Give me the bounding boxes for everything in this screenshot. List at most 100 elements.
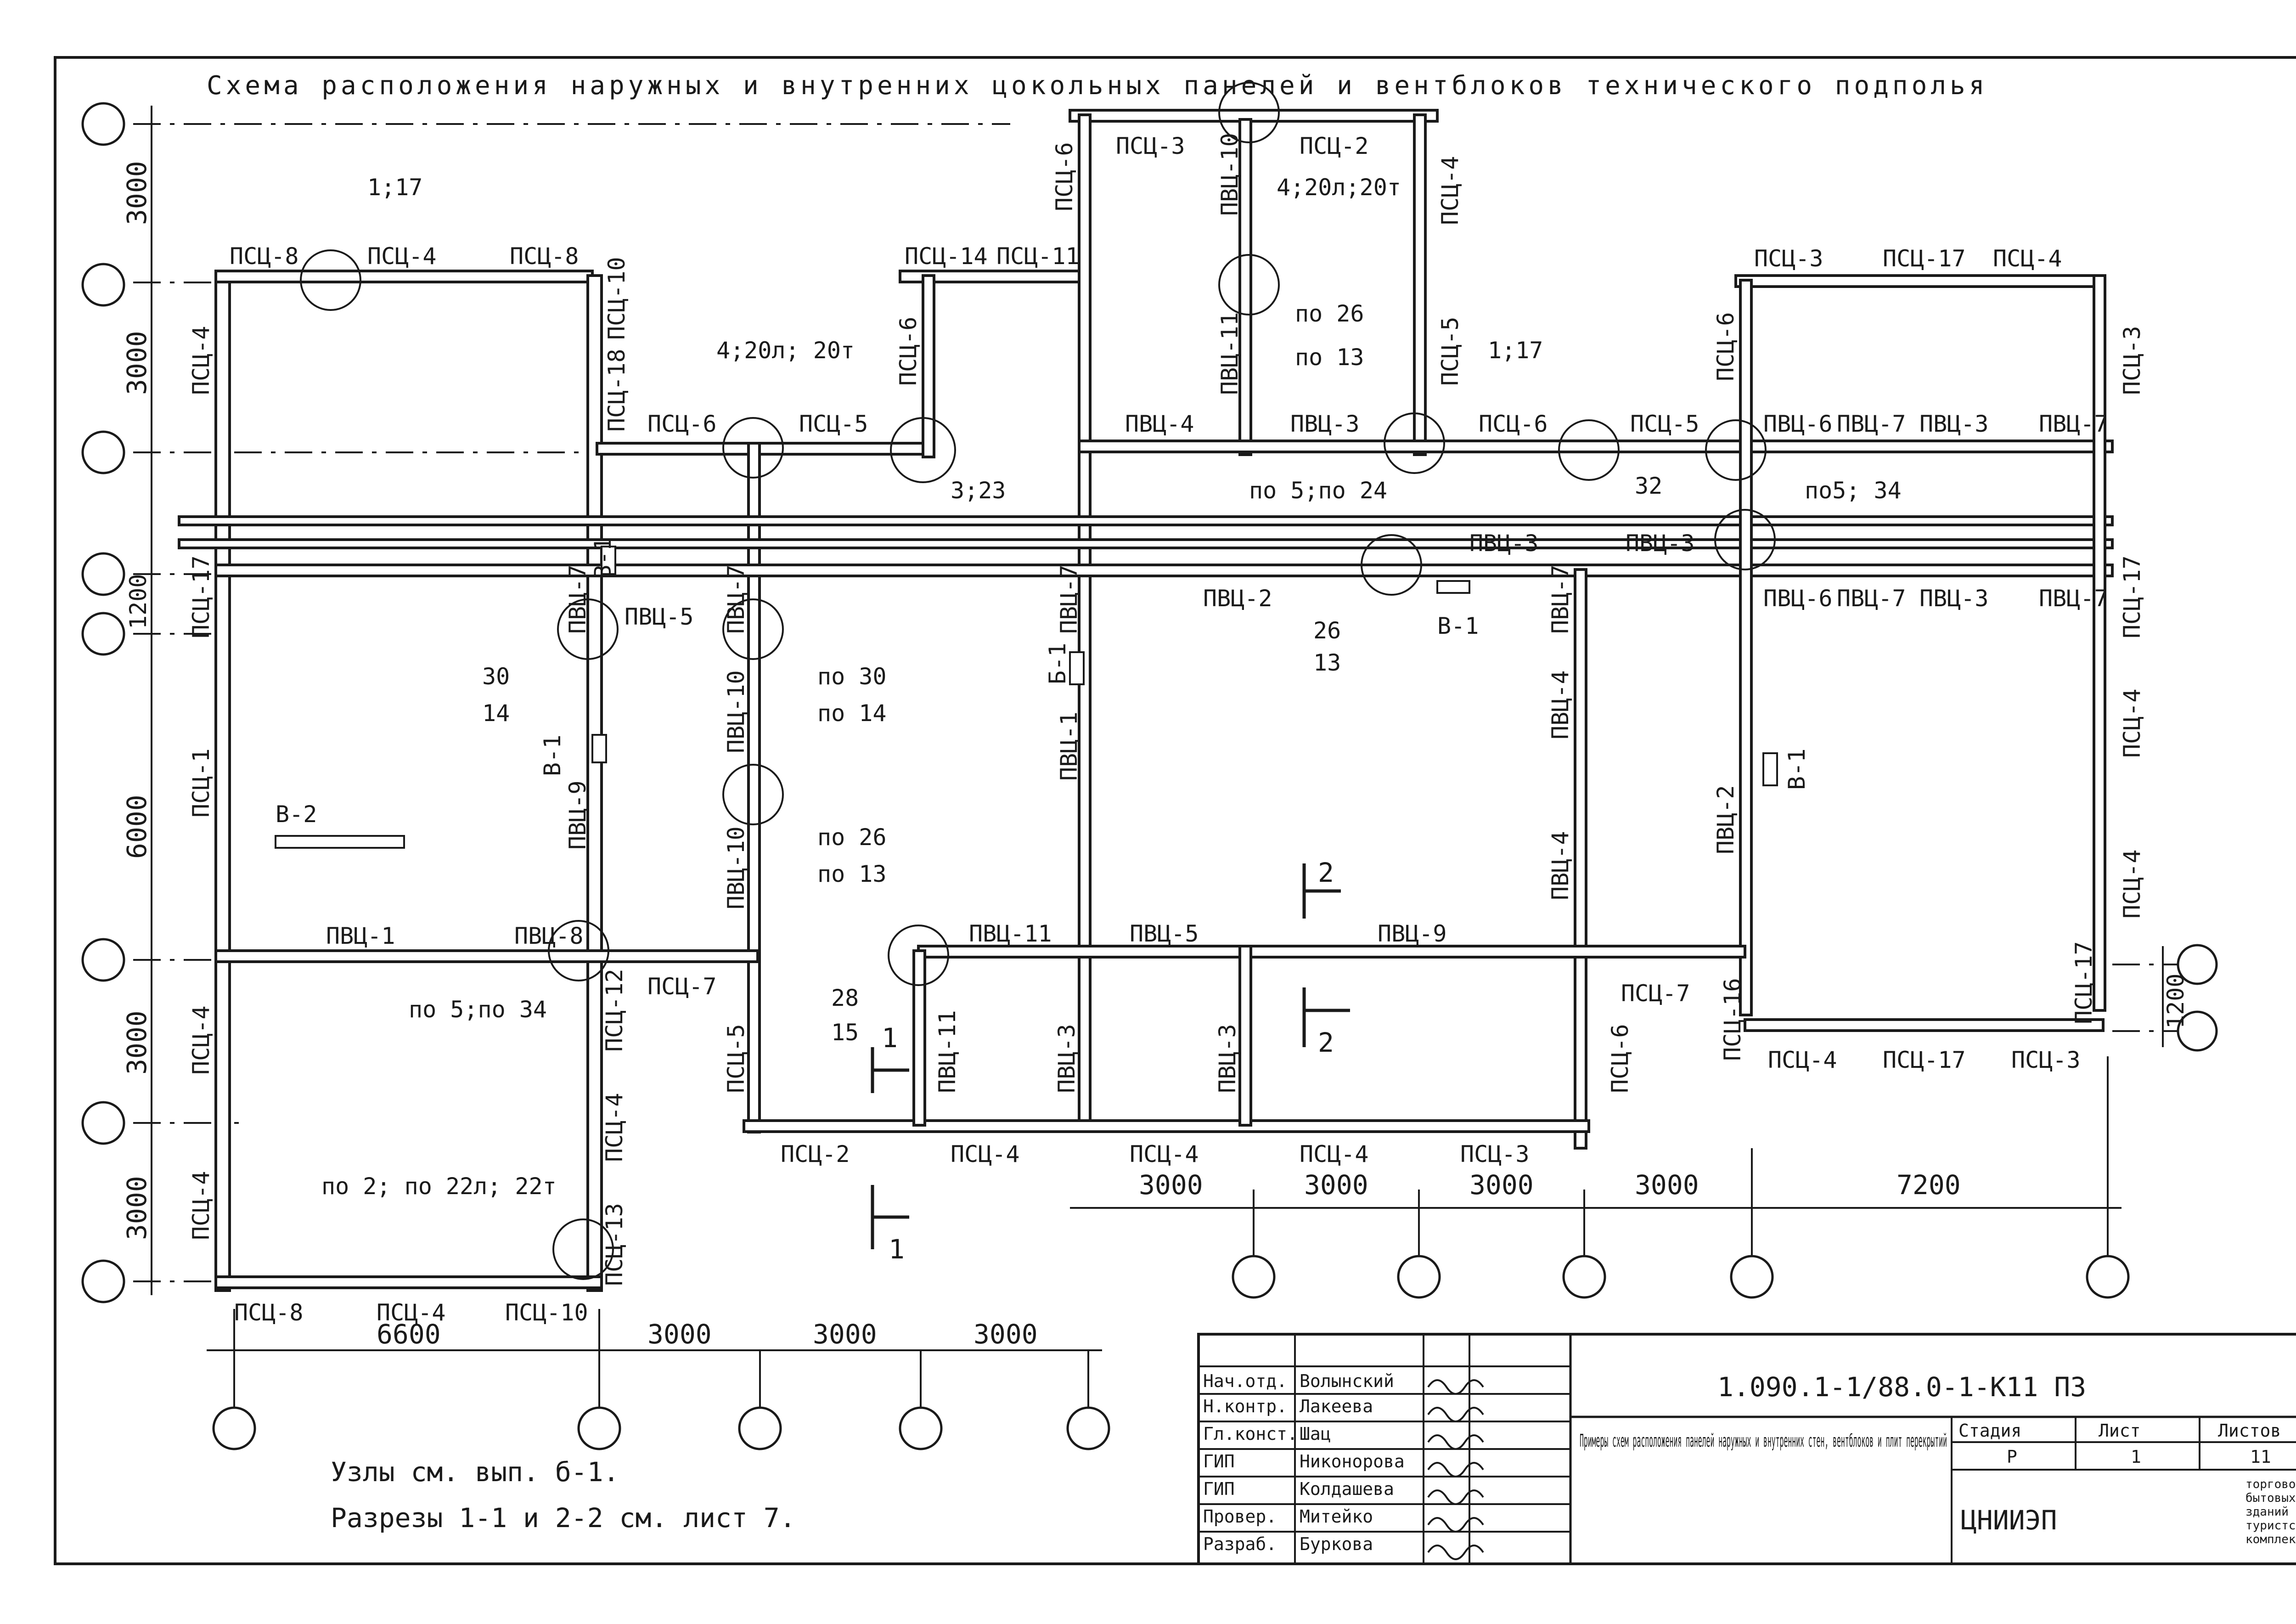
panel-label: ПВЦ-3 (1919, 411, 1989, 437)
panel-label: ПВЦ-7 (2039, 585, 2108, 612)
note-nodes: Узлы см. вып. б-1. (331, 1456, 619, 1488)
panel-label: ПСЦ-4 (1993, 245, 2062, 272)
panel-label: ПВЦ-3 (1290, 411, 1360, 437)
panel-label: ПВЦ-11 (934, 1010, 961, 1093)
node-ref: по 26 (817, 824, 887, 851)
panel-label: ПСЦ-2 (1300, 133, 1369, 159)
panel-label: ПСЦ-10 (505, 1299, 588, 1326)
panel-label: ПВЦ-6 (1763, 585, 1833, 612)
staff-role: Разраб. (1203, 1534, 1277, 1554)
panel-label: ПСЦ-8 (510, 243, 579, 270)
panel-label: ПСЦ-4 (1437, 156, 1463, 225)
panel-label: ПВЦ-6 (1763, 411, 1833, 437)
node-callouts (300, 82, 1776, 1280)
node-ref: 4;20л; 20т (716, 337, 855, 364)
panel-label: ПСЦ-4 (188, 1171, 214, 1240)
panel-label: ПВЦ-5 (1130, 920, 1199, 947)
panel-label: ПВЦ-4 (1547, 831, 1574, 900)
panel-label: ПСЦ-14 (905, 243, 988, 270)
panel-label: ПВЦ-7 (2039, 411, 2108, 437)
dim-bottom-2: 3000 (647, 1319, 712, 1350)
vent-label: В-1 (539, 735, 566, 776)
node-ref: 1;17 (367, 174, 422, 201)
panel-label: ПВЦ-10 (723, 670, 749, 753)
panel-label: ПСЦ-4 (377, 1299, 446, 1326)
dim-bottom-right-5: 7200 (1896, 1169, 1961, 1201)
panel-label: ПСЦ-1 (188, 748, 214, 818)
panel-label: ПСЦ-16 (1719, 978, 1746, 1061)
section-1-upper: 1 (882, 1022, 898, 1054)
panel-label: ПСЦ-17 (188, 555, 214, 638)
title-org-note: бытовых (2245, 1491, 2296, 1505)
dim-bottom-1: 6600 (377, 1319, 441, 1350)
vent-label: В-1 (1437, 613, 1479, 639)
staff-name: Никонорова (1300, 1451, 1405, 1472)
panel-label: ПВЦ-11 (1216, 312, 1243, 395)
panel-label: ПВЦ-3 (1919, 585, 1989, 612)
panel-label: ПСЦ-7 (1621, 980, 1690, 1007)
title-code: 1.090.1-1/88.0-1-К11 ПЗ (1717, 1371, 2086, 1403)
dim-left-2: 3000 (121, 331, 152, 395)
dim-right-small: 1200 (2162, 974, 2189, 1029)
staff-name: Буркова (1300, 1534, 1373, 1554)
staff-name: Волынский (1300, 1371, 1394, 1391)
drawing-title: Схема расположения наружных и внутренних… (207, 71, 1988, 101)
panel-label: ПВЦ-9 (564, 780, 591, 850)
panel-label: ПСЦ-8 (234, 1299, 304, 1326)
title-org-note: туристских (2245, 1519, 2296, 1533)
dim-left-3: 1200 (125, 574, 152, 629)
sheet-frame (54, 56, 2296, 1565)
panel-label: ПСЦ-7 (647, 973, 717, 1000)
panel-label: ПСЦ-3 (1754, 245, 1823, 272)
panel-label: ПВЦ-2 (1712, 785, 1739, 854)
panel-label: ПСЦ-3 (1116, 133, 1185, 159)
panel-label: ПВЦ-10 (723, 826, 749, 909)
node-ref: 15 (831, 1019, 859, 1046)
section-2-lower: 2 (1318, 1027, 1334, 1058)
panel-label: ПВЦ-8 (514, 923, 584, 949)
node-ref: 14 (482, 700, 510, 727)
dim-left-6: 3000 (121, 1176, 152, 1240)
panel-label: ПСЦ-3 (2011, 1047, 2081, 1073)
node-ref: по 14 (817, 700, 887, 727)
panel-label: ПВЦ-11 (969, 920, 1052, 947)
title-org-note: зданий и (2245, 1505, 2296, 1519)
staff-role: ГИП (1203, 1479, 1235, 1499)
section-2-upper: 2 (1318, 857, 1334, 888)
panel-label: ПСЦ-4 (1768, 1047, 1837, 1073)
panel-label: ПСЦ-4 (188, 1005, 214, 1075)
panel-label: ПСЦ-5 (1630, 411, 1699, 437)
panel-label: ПВЦ-3 (1469, 530, 1539, 557)
node-ref: по 13 (817, 861, 887, 887)
title-block: 1.090.1-1/88.0-1-К11 ПЗ Примеры схем рас… (1197, 1333, 2296, 1565)
title-sheet: 1 (2131, 1447, 2141, 1467)
node-ref: по 2; по 22л; 22т (321, 1173, 557, 1200)
vent-label: В-1 (590, 537, 616, 579)
dim-left-4: 6000 (121, 795, 152, 859)
dim-bottom-right-2: 3000 (1304, 1169, 1368, 1201)
title-stage: Р (2007, 1447, 2017, 1467)
panel-label: ПВЦ-3 (1053, 1024, 1080, 1093)
panel-label: ПСЦ-17 (2071, 941, 2097, 1024)
wall-panels (178, 109, 2114, 1292)
axis-grid (83, 123, 2186, 1282)
title-org-note: комплексов (2245, 1533, 2296, 1546)
staff-role: ГИП (1203, 1451, 1235, 1472)
panel-label: ПСЦ-4 (188, 326, 214, 395)
panel-label: ПВЦ-4 (1547, 670, 1574, 739)
staff-name: Колдашева (1300, 1479, 1394, 1499)
panel-label: ПСЦ-4 (951, 1141, 1020, 1167)
panel-label: ПСЦ-6 (647, 411, 717, 437)
dim-bottom-3: 3000 (813, 1319, 877, 1350)
axis-markers (81, 102, 2218, 1450)
node-ref: по5; 34 (1805, 477, 1902, 504)
panel-label: ПСЦ-4 (601, 1093, 628, 1162)
node-ref: по 26 (1295, 300, 1364, 327)
panel-label: ПСЦ-18 (603, 349, 630, 432)
node-ref: по 5;по 34 (409, 996, 547, 1023)
vent-label: Б-1 (1044, 643, 1071, 684)
panel-label: ПСЦ-17 (1883, 245, 1966, 272)
panel-label: ПВЦ-1 (1056, 711, 1082, 781)
panel-label: ПВЦ-3 (1214, 1024, 1241, 1093)
panel-label: ПСЦ-6 (1051, 142, 1078, 211)
